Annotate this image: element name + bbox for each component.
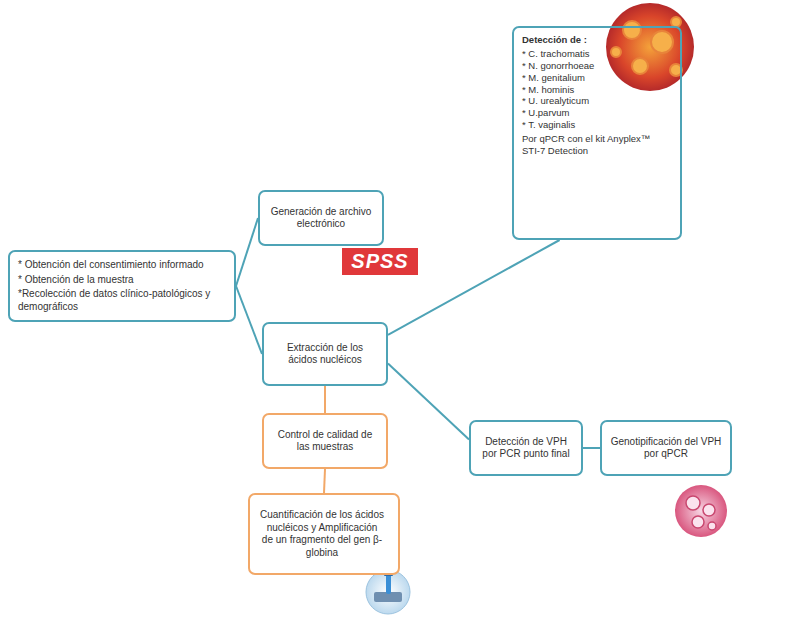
connector-line [583, 447, 600, 449]
box-text: * U. urealyticum [522, 95, 672, 107]
process-box: Detección de : * C. trachomatis* N. gonor… [512, 26, 682, 240]
box-text: Generación de archivo electrónico [268, 206, 374, 231]
connector-line [324, 469, 325, 493]
box-text: * Obtención de la muestra [18, 274, 226, 287]
connector-line [324, 386, 326, 413]
process-box: Extracción de los ácidos nucléicos [262, 322, 388, 386]
box-text: Genotipificación del VPH por qPCR [608, 436, 724, 461]
process-box: Genotipificación del VPH por qPCR [600, 420, 732, 476]
box-text: * N. gonorrhoeae [522, 60, 672, 72]
box-text: *Recolección de datos clínico-patológico… [18, 288, 226, 313]
process-box: Detección de VPH por PCR punto final [469, 420, 583, 476]
connector-line [388, 364, 469, 440]
box-heading: Detección de : [522, 34, 672, 46]
box-text: * M. genitalium [522, 72, 672, 84]
connector-line [236, 218, 258, 286]
cell-picture [675, 485, 727, 537]
quality-box: Cuantificación de los ácidos nucléicos y… [248, 493, 400, 575]
process-box: * Obtención del consentimiento informado… [8, 250, 236, 322]
box-text: Extracción de los ácidos nucléicos [272, 342, 378, 367]
lab-icon [366, 570, 410, 614]
box-text: * C. trachomatis [522, 48, 672, 60]
connector-line [236, 286, 262, 354]
box-text: Por qPCR con el kit Anyplex™ STI-7 Detec… [522, 133, 672, 157]
box-text: Cuantificación de los ácidos nucléicos y… [260, 509, 388, 559]
box-text: Control de calidad de las muestras [272, 429, 378, 454]
box-text: * M. hominis [522, 84, 672, 96]
process-box: Generación de archivo electrónico [258, 190, 384, 246]
box-text: * U.parvum [522, 107, 672, 119]
box-text: * T. vaginalis [522, 119, 672, 131]
box-text: Detección de VPH por PCR punto final [477, 436, 575, 461]
spss-logo: SPSS [342, 248, 418, 275]
quality-box: Control de calidad de las muestras [262, 413, 388, 469]
box-text: * Obtención del consentimiento informado [18, 259, 226, 272]
